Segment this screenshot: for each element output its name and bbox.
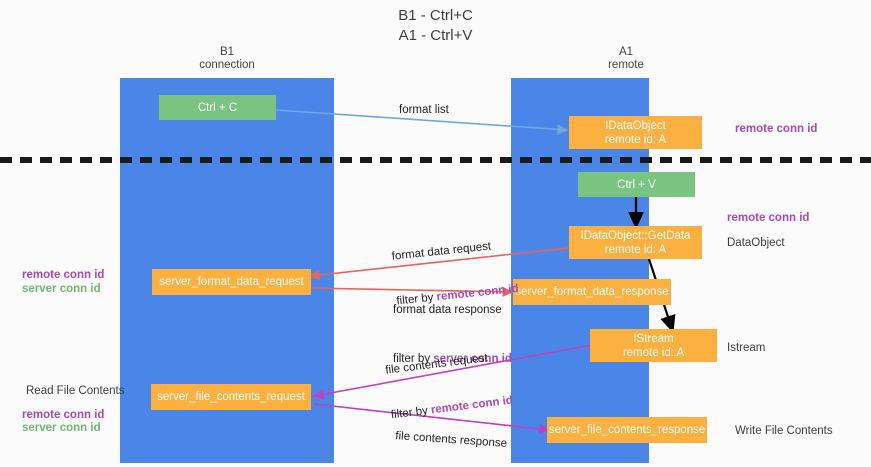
node-server-format-data-response[interactable]: server_format_data_response: [513, 279, 671, 305]
diagram-title: B1 - Ctrl+C A1 - Ctrl+V: [398, 7, 473, 44]
label-remote-conn-id-mid: remote conn id: [727, 212, 810, 224]
filter-key: server conn id: [433, 353, 512, 365]
node-idataobject-getdata[interactable]: IDataObject::GetData remote id: A: [569, 226, 702, 259]
node-server-file-contents-request[interactable]: server_file_contents_request: [151, 384, 311, 410]
label-left-remote-conn-id-2: remote conn id: [22, 409, 105, 421]
filter-prefix: filter by: [393, 353, 434, 365]
edge-label-format-data-response-line1: format data response: [393, 304, 502, 316]
node-idataobject[interactable]: IDataObject remote id: A: [569, 116, 702, 149]
label-remote-conn-id-top: remote conn id: [735, 123, 818, 135]
label-left-remote-conn-id: remote conn id: [22, 269, 105, 281]
label-left-server-conn-id: server conn id: [22, 283, 101, 295]
column-header-b1: B1 connection: [199, 46, 255, 71]
label-istream: Istream: [727, 342, 766, 354]
edge-label-file-contents-request-line1: file contents request: [384, 352, 489, 377]
edge-label-format-data-request-line1: format data request: [391, 240, 492, 263]
node-istream[interactable]: IStream remote id: A: [590, 329, 717, 362]
label-write-file-contents: Write File Contents: [735, 425, 833, 437]
edge-label-format-list: format list: [399, 104, 449, 116]
column-header-a1: A1 remote: [608, 46, 644, 71]
node-ctrl-c[interactable]: Ctrl + C: [159, 95, 276, 120]
label-dataobject: DataObject: [727, 237, 785, 249]
edge-label-format-data-response-line2: filter by server conn id: [393, 352, 512, 367]
label-read-file-contents: Read File Contents: [26, 385, 125, 397]
node-server-format-data-request[interactable]: server_format_data_request: [152, 269, 311, 295]
node-server-file-contents-response[interactable]: server_file_contents_response: [547, 417, 707, 443]
section-divider: [0, 157, 871, 163]
label-left-server-conn-id-2: server conn id: [22, 422, 101, 434]
node-ctrl-v[interactable]: Ctrl + V: [578, 172, 695, 197]
edge-label-file-contents-response: file contents response filter by server …: [372, 398, 509, 467]
edge-label-format-data-response: format data response filter by server co…: [393, 273, 512, 397]
edge-label-file-contents-response-line1: file contents response: [394, 430, 508, 450]
